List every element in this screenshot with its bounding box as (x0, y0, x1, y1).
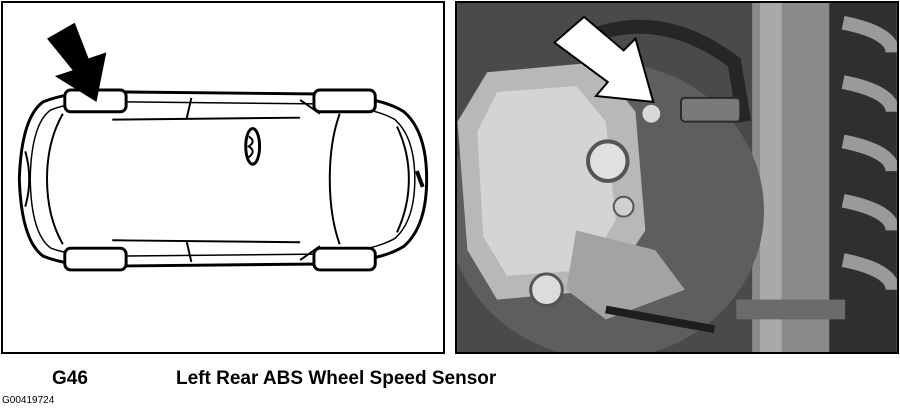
component-code: G46 (52, 368, 88, 389)
windshield (46, 113, 64, 245)
hood-line (24, 151, 31, 207)
roof-emblem (244, 127, 262, 166)
locator-arrow-white (552, 15, 655, 104)
rear-window (328, 113, 410, 245)
sensor-location-photo (455, 1, 899, 354)
wheel-rear-left (312, 88, 377, 114)
figure-id: G00419724 (2, 395, 55, 406)
caliper-bolt (586, 139, 630, 183)
parking-brake-lever (566, 230, 685, 320)
car-top-view (17, 22, 429, 272)
abs-sensor (679, 96, 742, 123)
component-name: Left Rear ABS Wheel Speed Sensor (176, 368, 497, 389)
brake-cable (605, 305, 716, 334)
door-lines (112, 97, 321, 263)
vehicle-locator-diagram (1, 1, 445, 354)
wheel-rear-right (312, 246, 377, 272)
wheel-front-right (63, 246, 128, 272)
photo-illustration (457, 3, 897, 352)
coil-spring (841, 15, 897, 291)
locator-arrow (47, 22, 107, 102)
